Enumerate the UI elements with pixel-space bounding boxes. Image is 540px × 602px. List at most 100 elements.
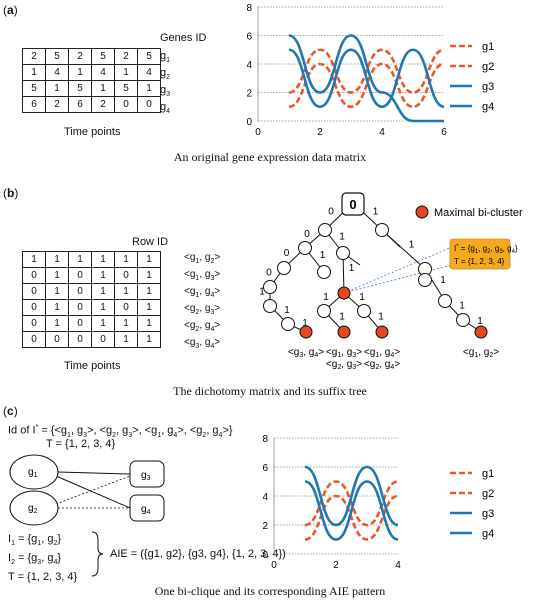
edge-label: 0 [266,268,272,279]
edge-label: 0 [284,248,290,259]
maximal-bicluster-node [337,286,351,300]
matrix-a-cell: 6 [68,96,92,113]
series-line-g4 [304,465,399,527]
edge-label: 1 [373,207,379,218]
matrix-b-cell: 1 [91,315,115,332]
pair-row-label: <g2, g4> [184,320,221,333]
leaf-label: <g3, g4> [288,347,324,359]
pair-row-label: <g1, g2> [184,252,221,265]
t-line: T = {1, 2, 3, 4} [8,571,78,584]
caption-a: An original gene expression data matrix [173,150,367,164]
matrix-b-cell: 0 [114,299,138,316]
matrix-b-cell: 1 [114,283,138,300]
panel-c-label: (c) [3,404,18,418]
matrix-b-cell: 1 [114,315,138,332]
leaf-label: <g1, g2> [463,347,499,359]
matrix-a-cell: 1 [91,80,115,97]
matrix-b-cell: 0 [68,331,92,348]
edge-label: 0 [328,207,334,218]
matrix-a-cell: 5 [91,48,115,65]
tree-node [263,280,277,294]
t-line-c: T = {1, 2, 3, 4} [46,438,116,450]
set-definitions: I1 = {g1, g2} I2 = {g3, g4} T = {1, 2, 3… [8,532,77,585]
matrix-a-cell: 4 [137,64,161,81]
matrix-b-cell: 1 [45,315,69,332]
tree-node [277,261,291,275]
pair-row-label: <g2, g3> [184,303,221,316]
edge-label: 1 [378,312,384,323]
series-line-g4 [288,34,444,123]
matrix-b-cell: 0 [22,315,46,332]
pair-row-label: <g3, g4> [184,337,221,350]
pair-row-label: <g1, g3> [184,269,221,282]
edge-label: 1 [359,292,365,303]
matrix-b-cell: 1 [114,251,138,268]
edge-label: 1 [477,316,483,327]
matrix-a-cell: 1 [68,64,92,81]
matrix-b-cell: 1 [91,283,115,300]
root-label: 0 [349,197,356,212]
edge-label: 1 [339,232,345,243]
edge-label: 1 [349,263,355,274]
leaf-label: <g1, g3> [326,347,362,359]
legend-label-g4: g4 [482,528,494,540]
matrix-a-cell: 1 [137,80,161,97]
matrix-a-cell: 4 [45,64,69,81]
matrix-a-cell: 5 [137,48,161,65]
matrix-b-cell: 1 [45,251,69,268]
tree-node [438,294,452,308]
callout-t: T = {1, 2, 3, 4} [454,257,505,266]
tree-node [318,223,332,237]
node-label: g2 [28,503,38,515]
edge-g1-g3 [57,471,131,475]
matrix-b-cell: 1 [114,331,138,348]
pair-row-label: <g1, g4> [184,286,221,299]
matrix-b-cell: 0 [22,331,46,348]
genes-id-label: Genes ID [160,32,207,44]
x-tick-label: 0 [271,560,277,571]
maximal-bicluster-node [474,325,488,339]
series-line-g1 [304,480,399,527]
matrix-b-cell: 0 [68,267,92,284]
y-tick-label: 8 [262,434,268,445]
edge-g1-g4 [55,475,131,509]
callout-line [343,264,453,294]
matrix-a-cell: 5 [45,48,69,65]
series-line-g3 [288,48,445,109]
tree-node [418,273,432,287]
node-g4 [129,494,165,522]
matrix-b-cell: 1 [137,251,161,268]
matrix-a-cell: 2 [68,48,92,65]
caption-b: The dichotomy matrix and its suffix tree [173,384,367,398]
gene-row-label: g2 [160,67,171,82]
matrix-a-cell: 1 [114,64,138,81]
tree-node [317,304,331,318]
legend-red-node [415,205,429,219]
matrix-b-cell: 0 [22,299,46,316]
edge-label: 1 [259,287,265,298]
node-g1 [9,454,59,490]
matrix-a-cell: 6 [22,96,46,113]
matrix-a-cell: 5 [68,80,92,97]
tree-node [375,223,389,237]
matrix-b-cell: 1 [137,283,161,300]
panel-a-label: (a) [3,3,18,17]
edge-label: 1 [440,275,446,286]
tree-node [317,265,331,279]
edge-g2-g3 [55,475,131,505]
x-tick-label: 2 [317,127,323,138]
tree-node [298,241,312,255]
node-g2 [9,490,59,526]
time-points-label: Time points [64,126,121,138]
matrix-a-cell: 4 [91,64,115,81]
matrix-a-cell: 0 [137,96,161,113]
matrix-b-cell: 1 [137,299,161,316]
matrix-b-cell: 1 [137,267,161,284]
i2-line: I2 = {g3, g4} [8,552,62,567]
gene-row-label: g4 [160,101,171,116]
y-tick-label: 2 [262,521,268,532]
